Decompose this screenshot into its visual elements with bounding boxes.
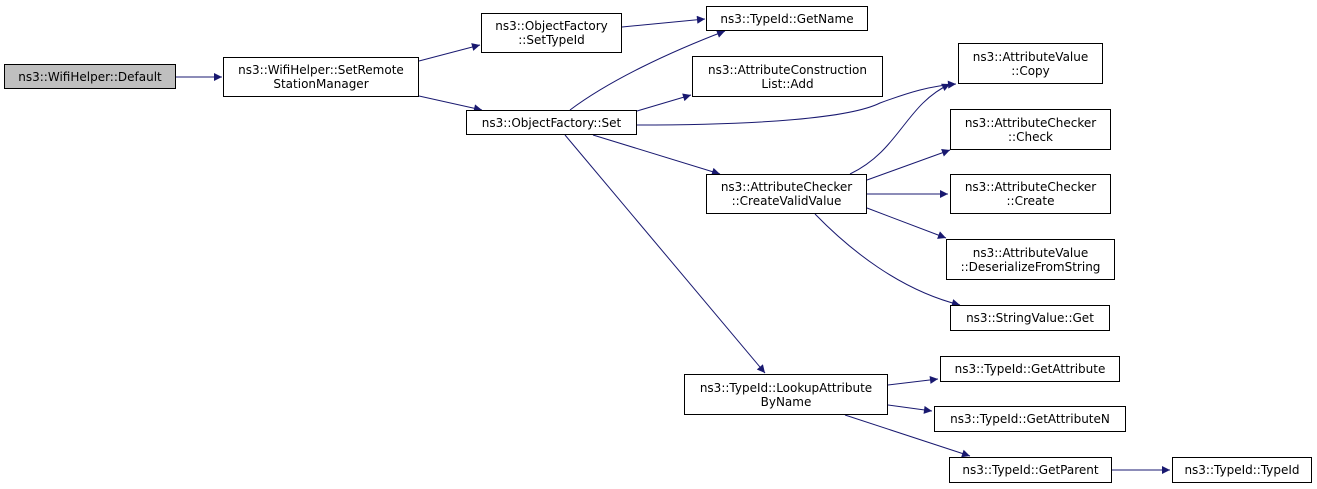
node-typeid-getattribute[interactable]: ns3::TypeId::GetAttribute — [940, 356, 1120, 382]
node-label-line: ::Check — [1008, 129, 1053, 144]
node-label-line: List::Add — [761, 76, 814, 91]
edge-set-to-getname — [569, 30, 726, 111]
node-objectfactory-set[interactable]: ns3::ObjectFactory::Set — [466, 110, 637, 135]
node-typeid-lookupattributebyname[interactable]: ns3::TypeId::LookupAttribute ByName — [684, 374, 888, 415]
node-label-line: ::DeserializeFromString — [960, 259, 1101, 274]
node-label-line: ns3::TypeId::LookupAttribute — [699, 380, 873, 395]
node-label-line: ns3::AttributeConstruction — [708, 62, 867, 77]
node-label-line: ns3::TypeId::TypeId — [1184, 463, 1300, 477]
edge-setremote-to-objectfactory-set — [418, 95, 483, 113]
edge-set-to-acl-add — [636, 93, 692, 112]
edge-lookup-to-getattributen — [887, 404, 933, 414]
node-label-line: ::CreateValidValue — [731, 194, 842, 208]
node-attributechecker-check[interactable]: ns3::AttributeChecker ::Check — [950, 109, 1111, 150]
edge-lookup-to-getattribute — [887, 375, 939, 386]
node-typeid-getname[interactable]: ns3::TypeId::GetName — [706, 6, 868, 31]
node-typeid-getattributen[interactable]: ns3::TypeId::GetAttributeN — [934, 406, 1126, 432]
node-label-line: ns3::AttributeChecker — [720, 180, 853, 194]
node-label-line: ns3::WifiHelper::Default — [18, 69, 162, 84]
node-label-line: ns3::TypeId::GetName — [720, 11, 854, 26]
edge-settypeid-to-getname — [621, 15, 706, 28]
node-label-line: ::SetTypeId — [518, 33, 585, 47]
edge-lookup-to-getparent — [844, 414, 971, 458]
node-attributevalue-copy[interactable]: ns3::AttributeValue ::Copy — [958, 43, 1103, 84]
node-label-line: ns3::TypeId::GetAttributeN — [950, 412, 1110, 426]
node-label-line: ::Create — [1006, 194, 1055, 208]
edge-set-to-av-copy — [636, 80, 957, 126]
node-objectfactory-settypeid[interactable]: ns3::ObjectFactory ::SetTypeId — [481, 13, 622, 53]
node-label-line: StationManager — [273, 77, 369, 91]
node-label-line: ns3::TypeId::GetAttribute — [954, 362, 1106, 376]
edge-createvalid-to-deserialize — [866, 207, 947, 239]
edge-setremote-to-settypeid — [418, 43, 481, 62]
node-wifihelper-setremotestationmanager[interactable]: ns3::WifiHelper::SetRemote StationManage… — [223, 57, 419, 97]
node-attributevalue-deserializefromstring[interactable]: ns3::AttributeValue ::DeserializeFromStr… — [946, 239, 1115, 280]
node-label-line: ns3::TypeId::GetParent — [962, 463, 1099, 477]
node-label-line: ns3::AttributeChecker — [964, 180, 1097, 194]
node-stringvalue-get[interactable]: ns3::StringValue::Get — [950, 305, 1110, 331]
node-typeid-getparent[interactable]: ns3::TypeId::GetParent — [949, 457, 1112, 483]
node-label-line: ByName — [760, 394, 812, 409]
node-typeid-typeid[interactable]: ns3::TypeId::TypeId — [1172, 457, 1312, 483]
node-wifihelper-default: ns3::WifiHelper::Default — [4, 64, 176, 89]
node-attributechecker-create[interactable]: ns3::AttributeChecker ::Create — [950, 174, 1111, 214]
node-attributeconstructionlist-add[interactable]: ns3::AttributeConstruction List::Add — [692, 56, 883, 97]
node-label-line: ns3::AttributeChecker — [964, 115, 1097, 130]
edge-set-to-createvalidvalue — [592, 134, 721, 176]
edge-createvalid-to-check — [866, 148, 951, 181]
node-label-line: ::Copy — [1011, 63, 1050, 78]
node-label-line: ns3::AttributeValue — [972, 49, 1089, 64]
node-label-line: ns3::StringValue::Get — [966, 311, 1094, 325]
edge-createvalid-to-copy — [849, 83, 951, 175]
node-label-line: ns3::ObjectFactory — [495, 19, 608, 33]
edge-set-to-lookupattribute — [564, 134, 766, 374]
edge-createvalid-to-stringget — [814, 213, 961, 307]
node-label-line: ns3::ObjectFactory::Set — [481, 115, 622, 130]
node-label-line: ns3::WifiHelper::SetRemote — [238, 63, 404, 77]
node-label-line: ns3::AttributeValue — [972, 245, 1089, 260]
node-attributechecker-createvalidvalue[interactable]: ns3::AttributeChecker ::CreateValidValue — [706, 174, 867, 214]
